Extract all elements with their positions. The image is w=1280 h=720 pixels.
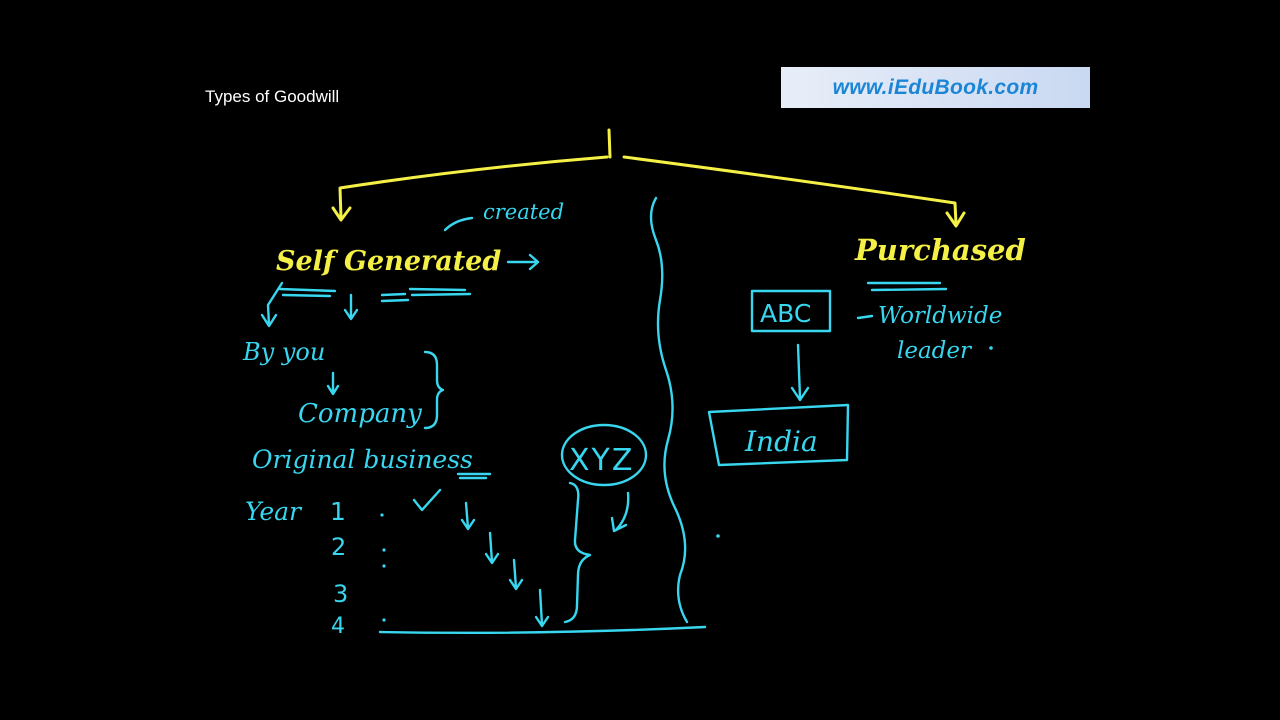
purchased-underline [866,281,948,292]
xyz-brace [563,481,592,624]
decline-arrow-2 [484,531,500,565]
xyz-arrow [610,491,630,533]
xyz-label: XYZ [569,443,634,478]
created-arrow [506,253,540,271]
bottom-baseline [378,625,707,635]
wavy-divider [649,196,689,624]
brand-banner: www.iEduBook.com [781,67,1090,108]
worldwide-dash [856,314,874,320]
tree-stem [607,128,612,159]
slide-title: Types of Goodwill [205,87,340,106]
leader-label: leader [897,338,973,364]
company-brace [423,350,445,430]
year-1: 1 [330,497,346,526]
year-1-dot [380,513,384,517]
left-branch-arrowhead [331,206,352,222]
by-you-arrow [326,371,340,396]
year-4-dot [382,618,386,622]
year-2-dot [382,548,386,552]
checkmark-icon [412,488,442,512]
abc-label: ABC [760,299,811,328]
decline-arrow-3 [508,558,524,591]
by-you-label: By you [242,338,325,366]
year-3-dot [382,564,386,568]
decline-arrow-1 [460,501,476,531]
created-note: created [483,200,564,224]
business-underline [456,472,492,480]
self-generated-arrow-mid [343,293,359,321]
decline-arrow-4 [534,588,550,628]
abc-box [750,289,832,333]
india-box [707,403,850,467]
xyz-circle [560,423,648,487]
company-label: Company [298,399,422,429]
original-business-label: Original business [252,445,473,474]
year-4: 4 [331,614,345,639]
year-3: 3 [333,580,348,608]
india-label: India [744,425,818,458]
leader-dot [989,346,993,350]
self-generated-arrow-left [260,281,284,328]
brand-text: www.iEduBook.com [832,75,1039,99]
purchased-heading: Purchased [854,233,1026,267]
worldwide-label: Worldwide [878,303,1002,329]
created-dash [443,216,474,232]
stray-dot [716,534,720,538]
year-2: 2 [331,533,346,561]
right-branch-line [622,155,958,226]
left-branch-line [338,155,609,220]
abc-to-india-arrow [790,343,810,402]
self-generated-heading: Self Generated [276,246,501,277]
self-generated-underline-1 [278,287,337,298]
self-generated-underline-2 [380,287,472,303]
year-label: Year [245,497,303,526]
right-branch-arrowhead [945,211,966,228]
